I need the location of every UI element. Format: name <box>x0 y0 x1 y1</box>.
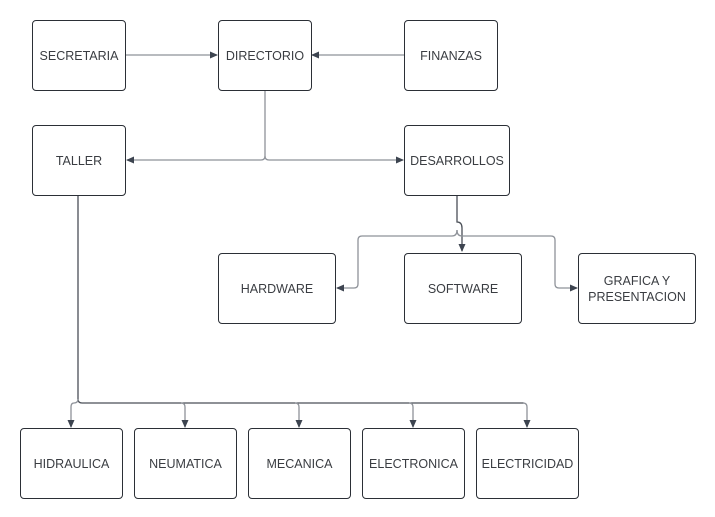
node-electricidad[interactable]: ELECTRICIDAD <box>476 428 579 499</box>
node-finanzas[interactable]: FINANZAS <box>404 20 498 91</box>
edge-taller-electricidad <box>522 402 531 428</box>
node-electronica[interactable]: ELECTRONICA <box>362 428 465 499</box>
edge-desarrollos-grafica <box>456 229 578 292</box>
node-label: HARDWARE <box>240 281 314 296</box>
node-desarrollos[interactable]: DESARROLLOS <box>404 125 510 196</box>
node-label: TALLER <box>55 153 103 168</box>
edge-taller-neumatica <box>180 402 189 428</box>
node-label: ELECTRICIDAD <box>481 456 574 471</box>
node-hidraulica[interactable]: HIDRAULICA <box>20 428 123 499</box>
edge-desarrollos-software <box>456 195 466 252</box>
edge-directorio-trunk <box>126 90 266 164</box>
node-label: SECRETARIA <box>39 48 119 63</box>
node-directorio[interactable]: DIRECTORIO <box>218 20 312 91</box>
node-label: DIRECTORIO <box>225 48 305 63</box>
edge-taller-hidraulica <box>67 398 79 428</box>
node-neumatica[interactable]: NEUMATICA <box>134 428 237 499</box>
node-label: FINANZAS <box>420 48 482 63</box>
edge-taller-mecanica <box>294 402 303 428</box>
node-label: MECANICA <box>266 456 333 471</box>
node-label: GRAFICA Y PRESENTACION <box>588 273 686 304</box>
node-taller[interactable]: TALLER <box>32 125 126 196</box>
node-label: NEUMATICA <box>149 456 222 471</box>
node-label: HIDRAULICA <box>33 456 110 471</box>
edge-desarrollos-hardware <box>336 229 458 292</box>
node-software[interactable]: SOFTWARE <box>404 253 522 324</box>
node-label: DESARROLLOS <box>410 153 504 168</box>
edge-taller-electronica <box>408 402 417 428</box>
node-mecanica[interactable]: MECANICA <box>248 428 351 499</box>
node-label: SOFTWARE <box>427 281 499 296</box>
node-secretaria[interactable]: SECRETARIA <box>32 20 126 91</box>
edge-directorio-desarrollos <box>264 155 404 164</box>
node-grafica-presentacion[interactable]: GRAFICA Y PRESENTACION <box>578 253 696 324</box>
node-label: ELECTRONICA <box>369 456 458 471</box>
node-hardware[interactable]: HARDWARE <box>218 253 336 324</box>
